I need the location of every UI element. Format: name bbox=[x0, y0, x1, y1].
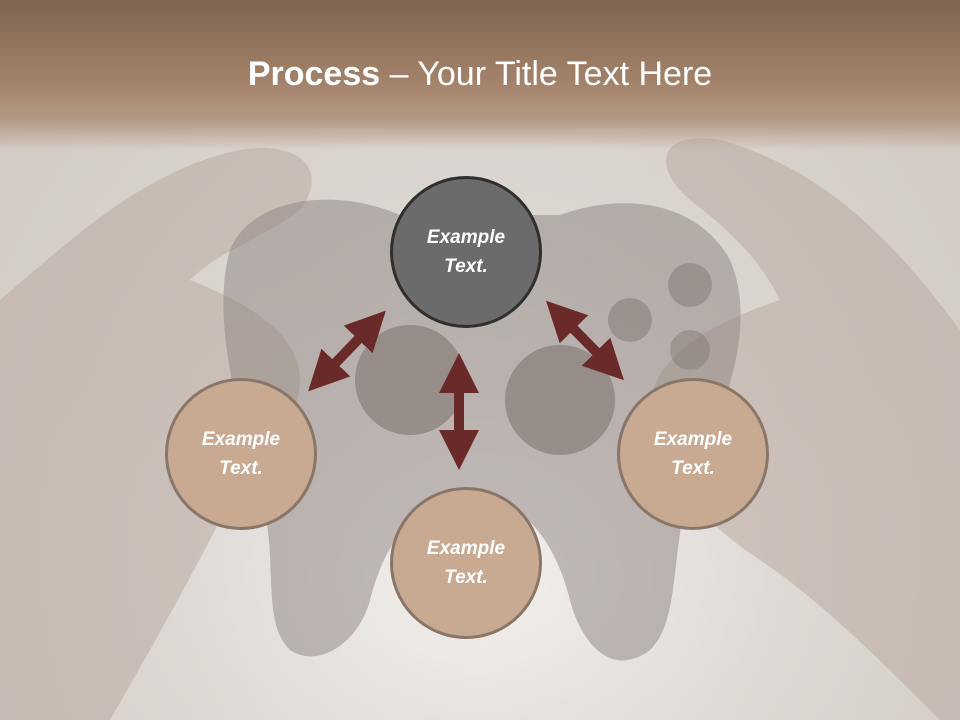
slide-title: Process – Your Title Text Here bbox=[0, 52, 960, 96]
process-node-bottom: Example Text. bbox=[390, 487, 542, 639]
slide-title-rest: – Your Title Text Here bbox=[380, 55, 713, 93]
slide-title-bold: Process bbox=[247, 55, 381, 93]
process-node-left: Example Text. bbox=[165, 378, 317, 530]
title-band bbox=[0, 0, 960, 150]
process-node-right: Example Text. bbox=[617, 378, 769, 530]
arrow-top-left bbox=[308, 310, 386, 392]
process-node-top: Example Text. bbox=[390, 176, 542, 328]
arrow-top-right bbox=[545, 300, 625, 381]
